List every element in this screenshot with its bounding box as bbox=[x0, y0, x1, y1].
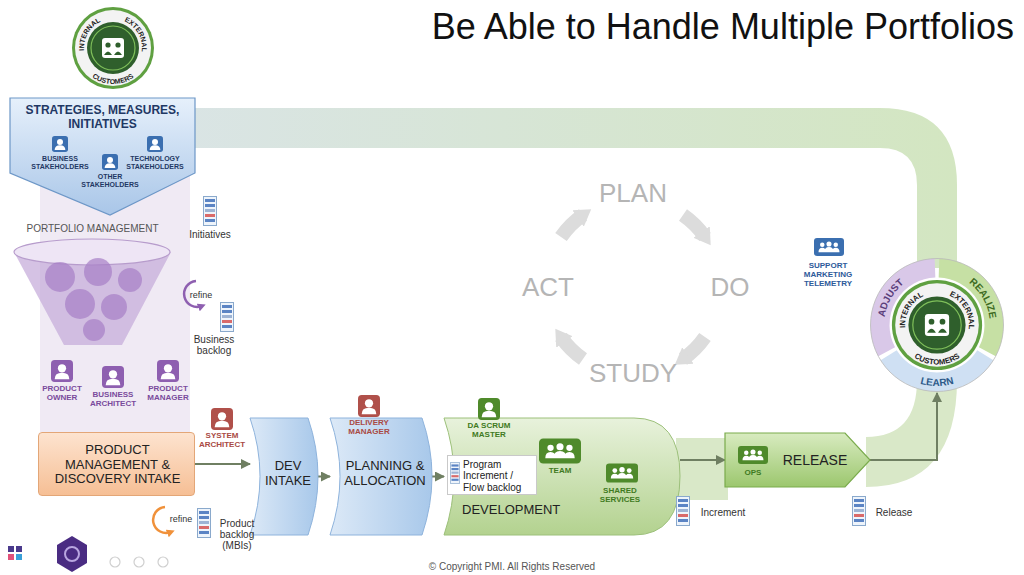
text-frame: DEVELOPMENT bbox=[462, 501, 582, 519]
role-icon bbox=[102, 366, 124, 388]
node-text: BUSINESS STAKEHOLDERS bbox=[30, 155, 90, 171]
node-text: STRATEGIES, MEASURES, INITIATIVES bbox=[15, 104, 190, 132]
pmi-logo bbox=[8, 536, 87, 572]
node-text: PLANNING & ALLOCATION bbox=[339, 459, 431, 489]
planning-stage: PLANNING & ALLOCATION bbox=[330, 418, 432, 535]
backlog-icon bbox=[198, 509, 211, 538]
cycle-step: DO bbox=[700, 273, 760, 302]
text-frame: RELEASE bbox=[775, 433, 855, 487]
backlog-label: Initiatives bbox=[180, 229, 240, 240]
customer-emblem bbox=[72, 7, 154, 89]
role-label: SYSTEM ARCHITECT bbox=[194, 432, 250, 450]
flow-connector bbox=[680, 459, 725, 461]
text-frame: PRODUCT MANAGEMENT & DISCOVERY INTAKE bbox=[47, 437, 188, 493]
text-frame: OTHER STAKEHOLDERS bbox=[80, 172, 140, 190]
release-arrow: RELEASE bbox=[725, 433, 870, 487]
stakeholder-icon bbox=[102, 154, 118, 170]
backlog-icon bbox=[204, 197, 217, 226]
node-text: PRODUCT MANAGEMENT & DISCOVERY INTAKE bbox=[47, 443, 188, 488]
slide-controls bbox=[110, 557, 168, 567]
flow-connector bbox=[870, 393, 937, 460]
role-label: BUSINESS ARCHITECT bbox=[85, 391, 141, 409]
node-text: Program Increment / Flow backlog bbox=[463, 459, 536, 494]
backlog-box: Program Increment / Flow backlog bbox=[447, 455, 537, 495]
role-icon bbox=[358, 395, 380, 417]
stakeholder-icon bbox=[52, 136, 68, 152]
flow-band bbox=[866, 380, 957, 487]
ring-text: LEARN bbox=[919, 375, 954, 388]
customer-circle: ADJUSTREALIZELEARNINTERNALCUSTOMERSEXTER… bbox=[869, 257, 1005, 393]
node-text: DEVELOPMENT bbox=[462, 503, 560, 518]
backlog-icon bbox=[677, 497, 690, 526]
pdca-cycle bbox=[561, 215, 705, 359]
refine-arrow bbox=[184, 281, 202, 307]
refine-label: refine bbox=[166, 514, 196, 524]
copyright-caption: © Copyright PMI. All Rights Reserved bbox=[0, 561, 1024, 572]
node-text: OTHER STAKEHOLDERS bbox=[80, 173, 140, 189]
team-icon bbox=[539, 438, 581, 463]
refine-label: refine bbox=[186, 290, 216, 300]
backlog-label: Business backlog bbox=[188, 334, 240, 356]
role-label: PRODUCT MANAGER bbox=[141, 385, 195, 403]
ring-text: INTERNAL bbox=[78, 16, 102, 51]
team-icon bbox=[814, 238, 844, 256]
strategy-arrow: STRATEGIES, MEASURES, INITIATIVES BUSINES… bbox=[10, 98, 195, 215]
cycle-step: ACT bbox=[518, 273, 578, 302]
development-stage: DEVELOPMENT Program Increment / Flow back… bbox=[444, 418, 680, 535]
role-icon bbox=[211, 408, 233, 430]
role-icon bbox=[51, 360, 73, 382]
role-label: PRODUCT OWNER bbox=[36, 385, 88, 403]
flow-band bbox=[676, 438, 728, 500]
portfolio-funnel: PORTFOLIO MANAGEMENT bbox=[10, 222, 175, 347]
node-shape: INTERNAL CUSTOMERS EXTERNAL bbox=[71, 6, 155, 90]
customer-circle: INTERNAL CUSTOMERS EXTERNAL bbox=[71, 6, 155, 90]
node-text: RELEASE bbox=[783, 452, 848, 468]
flow-connector bbox=[432, 476, 444, 478]
intake-box: PRODUCT MANAGEMENT & DISCOVERY INTAKE bbox=[38, 432, 195, 496]
text-frame: BUSINESS STAKEHOLDERS bbox=[30, 154, 90, 172]
text-frame: TECHNOLOGY STAKEHOLDERS bbox=[125, 154, 185, 172]
flow-connector bbox=[318, 476, 330, 478]
backlog-label: Increment bbox=[693, 507, 753, 518]
intake-stage: DEV INTAKE bbox=[250, 418, 318, 535]
backlog-icon bbox=[450, 463, 459, 484]
ring-text: CUSTOMERS bbox=[913, 351, 961, 366]
backlog-icon bbox=[221, 303, 234, 332]
flow-connector bbox=[195, 463, 250, 465]
stakeholder-icon bbox=[147, 136, 163, 152]
ring-text: EXTERNAL bbox=[948, 289, 976, 330]
cycle-step: STUDY bbox=[583, 359, 683, 388]
node-text: PORTFOLIO MANAGEMENT bbox=[26, 223, 158, 235]
node-text: TECHNOLOGY STAKEHOLDERS bbox=[125, 155, 185, 171]
node-shape: ADJUSTREALIZELEARNINTERNALCUSTOMERSEXTER… bbox=[869, 257, 1005, 393]
cycle-step: PLAN bbox=[583, 179, 683, 208]
text-frame: DEV INTAKE bbox=[259, 448, 317, 500]
text-frame: PLANNING & ALLOCATION bbox=[339, 448, 431, 500]
backlog-label: Release bbox=[869, 507, 919, 518]
text-frame: PORTFOLIO MANAGEMENT bbox=[10, 222, 175, 236]
team-icon bbox=[606, 463, 638, 482]
role-label: SUPPORT MARKETING TELEMETRY bbox=[795, 262, 861, 289]
text-frame: Program Increment / Flow backlog bbox=[463, 458, 536, 494]
ring-text: INTERNAL bbox=[898, 290, 925, 329]
customer-emblem bbox=[892, 280, 982, 370]
team-icon bbox=[738, 446, 768, 464]
refine-arrow bbox=[153, 507, 171, 533]
ring-text: CUSTOMERS bbox=[91, 72, 134, 85]
slide-title: Be Able to Handle Multiple Portfolios bbox=[432, 6, 1014, 48]
role-icon bbox=[478, 398, 500, 420]
node-shape bbox=[10, 222, 175, 347]
node-text: DEV INTAKE bbox=[259, 459, 317, 489]
ring-text: EXTERNAL bbox=[124, 16, 148, 53]
role-icon bbox=[157, 360, 179, 382]
backlog-icon bbox=[853, 497, 866, 526]
text-frame: STRATEGIES, MEASURES, INITIATIVES bbox=[15, 101, 190, 135]
